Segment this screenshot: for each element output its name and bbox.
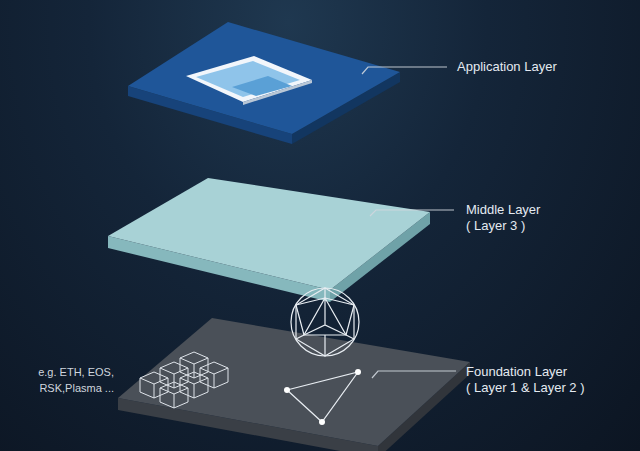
layer-name: Application Layer — [457, 59, 557, 75]
layer-name: Middle Layer — [466, 202, 540, 218]
dashed-arrow — [231, 281, 234, 318]
slab-top — [128, 22, 400, 134]
dashed-arrow — [257, 287, 260, 322]
slab-top — [108, 178, 430, 290]
leader-line — [362, 67, 447, 74]
layer-name: Foundation Layer — [466, 364, 567, 380]
slab-shape — [118, 318, 470, 451]
example-note: e.g. ETH, EOS, RSK,Plasma ... — [24, 364, 114, 396]
cube-blocks — [140, 352, 228, 408]
layer-slab: Middle Layer( Layer 3 ) — [108, 178, 430, 302]
layer-slab: Foundation Layer( Layer 1 & Layer 2 ) — [118, 318, 470, 451]
layer-subtitle: ( Layer 3 ) — [466, 218, 525, 234]
leader-line — [372, 371, 456, 378]
network-triangle — [284, 369, 361, 425]
polyhedron-icon — [291, 288, 359, 356]
layer-subtitle: ( Layer 1 & Layer 2 ) — [466, 380, 585, 396]
slab-shape — [108, 178, 430, 314]
slab-shape — [128, 22, 400, 154]
tablet-icon — [186, 56, 312, 105]
leader-line — [370, 210, 454, 216]
slab-top — [118, 318, 470, 446]
dashed-arrow — [255, 136, 258, 182]
dashed-arrow — [231, 129, 234, 178]
layer-slab: Application Layer — [128, 22, 400, 144]
